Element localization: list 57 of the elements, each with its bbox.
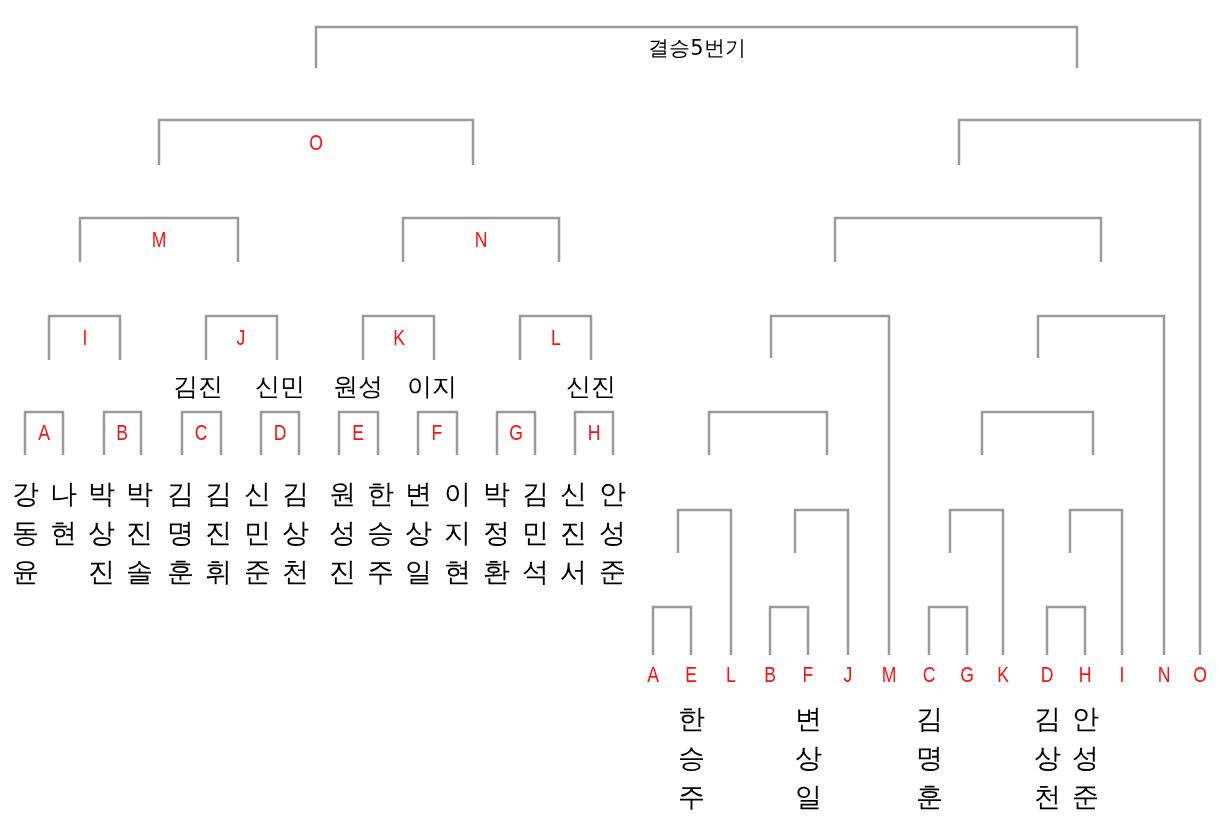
match-letter: K — [997, 664, 1009, 686]
match-letter: L — [726, 664, 736, 686]
match-letter: G — [960, 664, 974, 686]
match-letter: F — [431, 422, 443, 444]
player-name: 박정환 — [481, 477, 511, 589]
match-letter: C — [194, 422, 208, 444]
player-name: 신민 — [255, 373, 305, 399]
match-letter: C — [922, 664, 936, 686]
player-name: 신진 — [566, 373, 616, 399]
match-letter: J — [236, 327, 246, 349]
match-letter: M — [151, 229, 167, 251]
match-letter: J — [843, 664, 853, 686]
player-name: 신민준 — [242, 477, 272, 589]
player-name: 김상천 — [280, 477, 310, 589]
player-name: 이지 — [407, 373, 457, 399]
player-name: 신진서 — [558, 477, 588, 589]
match-letter: M — [881, 664, 897, 686]
player-name: 강동윤 — [10, 477, 40, 589]
player-name: 김명훈 — [165, 477, 195, 589]
match-letter: A — [38, 422, 50, 444]
match-letter: H — [587, 422, 601, 444]
match-letter: B — [764, 664, 776, 686]
player-name: 김상천 — [1032, 702, 1062, 814]
player-name: 나현 — [48, 477, 78, 550]
player-name: 원성진 — [327, 477, 357, 589]
player-name: 안성준 — [1070, 702, 1100, 814]
player-name: 변상일 — [793, 702, 823, 814]
player-name: 안성준 — [597, 477, 627, 589]
match-letter: O — [309, 132, 323, 154]
match-letter: D — [1040, 664, 1054, 686]
match-letter: G — [509, 422, 523, 444]
player-name: 한승주 — [676, 702, 706, 814]
match-letter: F — [802, 664, 814, 686]
player-name: 박진솔 — [124, 477, 154, 589]
bracket-label: 결승5번기 — [648, 37, 746, 59]
player-name: 이지현 — [442, 477, 472, 589]
player-name: 원성 — [333, 373, 383, 399]
player-name: 김명훈 — [914, 702, 944, 814]
match-letter: E — [352, 422, 364, 444]
match-letter: H — [1078, 664, 1092, 686]
player-name: 한승주 — [365, 477, 395, 589]
match-letter: D — [273, 422, 287, 444]
player-name: 김진휘 — [203, 477, 233, 589]
match-letter: N — [1157, 664, 1171, 686]
match-letter: K — [393, 327, 405, 349]
player-name: 박상진 — [86, 477, 116, 589]
player-name: 김민석 — [520, 477, 550, 589]
match-letter: N — [474, 229, 488, 251]
match-letter: L — [551, 327, 561, 349]
match-letter: I — [1119, 664, 1125, 686]
player-name: 김진 — [173, 373, 223, 399]
match-letter: B — [116, 422, 128, 444]
match-letter: E — [685, 664, 697, 686]
player-name: 변상일 — [403, 477, 433, 589]
match-letter: I — [82, 327, 88, 349]
match-letter: O — [1193, 664, 1207, 686]
match-letter: A — [647, 664, 659, 686]
